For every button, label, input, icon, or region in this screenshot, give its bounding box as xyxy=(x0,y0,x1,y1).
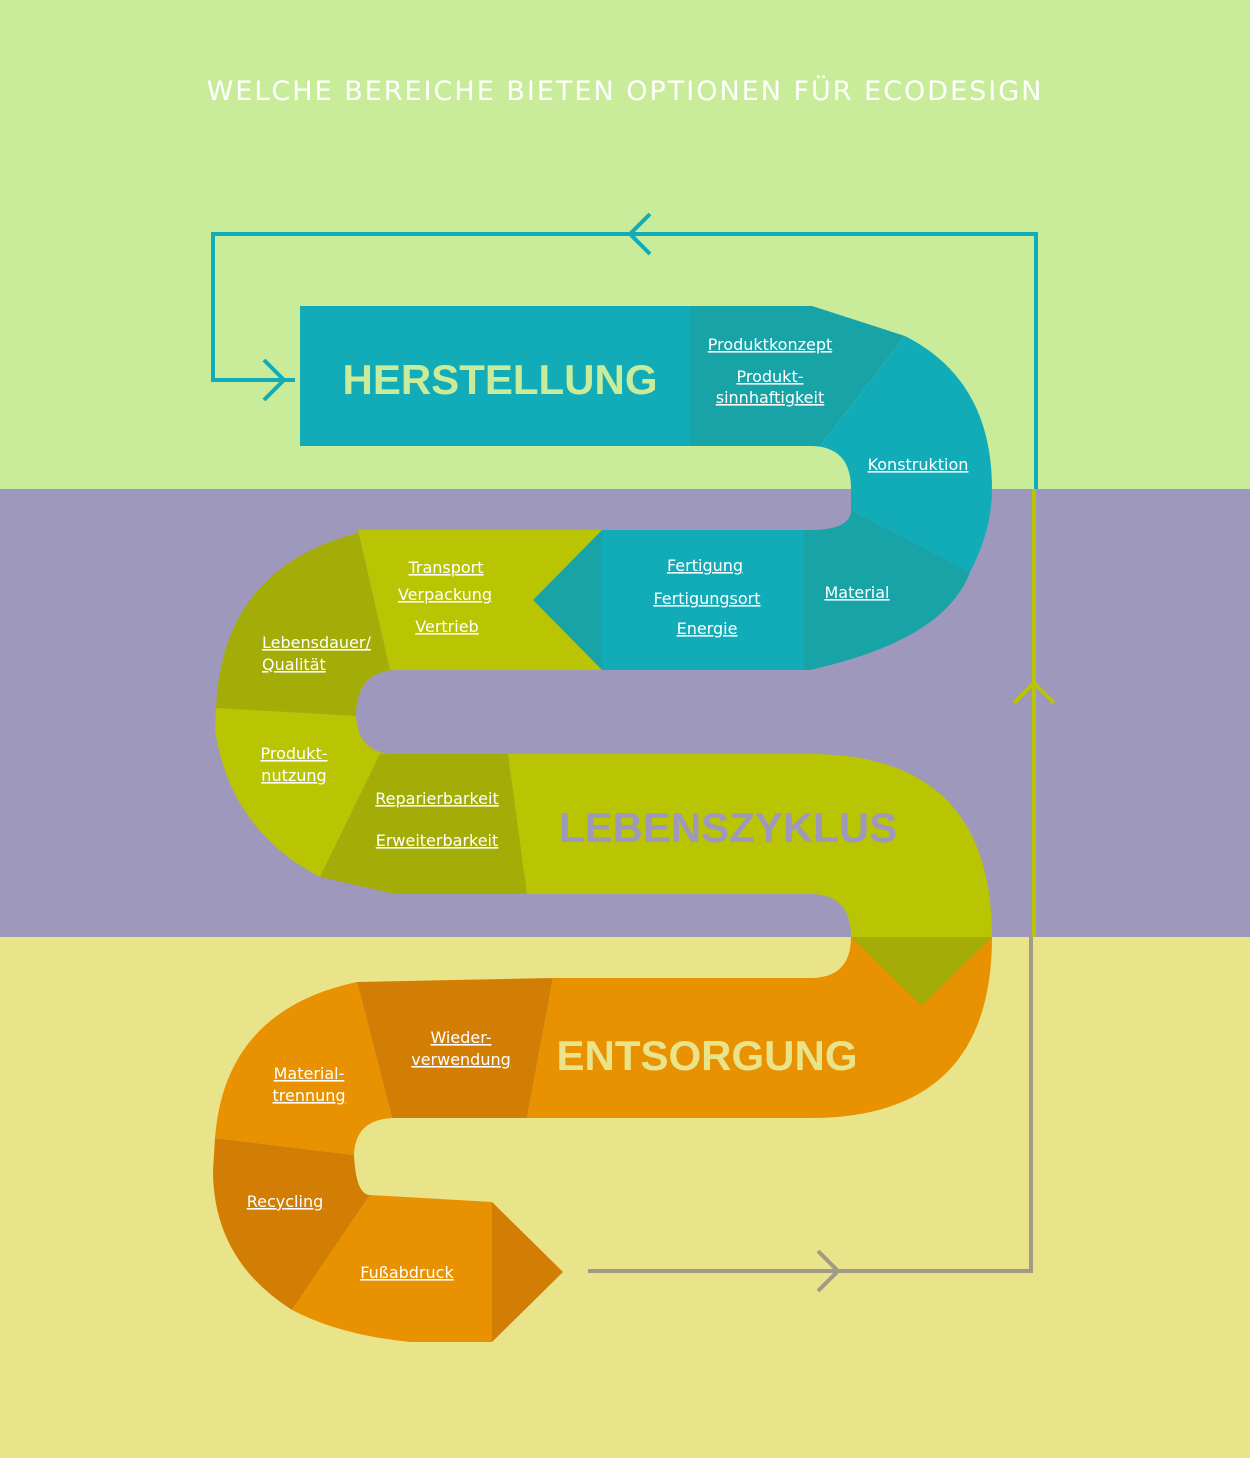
label-energie[interactable]: Energie xyxy=(677,619,738,638)
segment-herstellung xyxy=(300,306,690,446)
section-entsorgung: ENTSORGUNG xyxy=(556,1032,857,1079)
label-reparierbarkeit[interactable]: Reparierbarkeit xyxy=(375,789,498,808)
label-fertigungsort[interactable]: Fertigungsort xyxy=(653,589,760,608)
segment-arrow-lime xyxy=(851,937,992,1006)
label-materialtrennung-1[interactable]: Material- xyxy=(274,1064,345,1083)
label-produktsinnhaftigkeit-1[interactable]: Produkt- xyxy=(737,367,804,386)
arrowhead-left-icon xyxy=(627,212,652,256)
label-wiederverwendung-2[interactable]: verwendung xyxy=(411,1050,511,1069)
segment-material xyxy=(796,510,970,670)
arrowhead-up-icon xyxy=(1012,680,1056,705)
label-vertrieb[interactable]: Vertrieb xyxy=(415,617,478,636)
arrowhead-right-gray-icon xyxy=(816,1249,841,1293)
section-herstellung: HERSTELLUNG xyxy=(343,356,658,403)
label-produktnutzung-1[interactable]: Produkt- xyxy=(261,744,328,763)
label-material[interactable]: Material xyxy=(825,583,890,602)
label-produktkonzept[interactable]: Produktkonzept xyxy=(708,335,833,354)
segment-fussabdruck xyxy=(292,1195,492,1342)
label-fertigung[interactable]: Fertigung xyxy=(667,556,743,575)
segment-produktnutzung xyxy=(215,708,395,877)
label-erweiterbarkeit[interactable]: Erweiterbarkeit xyxy=(376,831,499,850)
label-materialtrennung-2[interactable]: trennung xyxy=(272,1086,345,1105)
arrowhead-right-icon xyxy=(262,358,287,402)
segment-konstruktion xyxy=(810,336,992,572)
segment-arrow-orange xyxy=(492,1202,563,1342)
segment-wiederverwendung xyxy=(357,978,553,1118)
segment-lebenszyklus xyxy=(508,754,992,937)
label-recycling[interactable]: Recycling xyxy=(247,1192,324,1211)
label-fussabdruck[interactable]: Fußabdruck xyxy=(360,1263,454,1282)
label-transport[interactable]: Transport xyxy=(407,558,483,577)
page-title: WELCHE BEREICHE BIETEN OPTIONEN FÜR ECOD… xyxy=(206,76,1044,107)
label-lebensdauer-2[interactable]: Qualität xyxy=(262,655,326,674)
label-konstruktion[interactable]: Konstruktion xyxy=(868,455,969,474)
segment-reparierbarkeit xyxy=(320,754,527,894)
segment-produktkonzept xyxy=(690,306,905,446)
segment-materialtrennung xyxy=(215,982,392,1155)
section-lebenszyklus: LEBENSZYKLUS xyxy=(559,804,897,851)
return-arrow-line xyxy=(211,232,1038,489)
label-produktnutzung-2[interactable]: nutzung xyxy=(261,766,326,785)
segment-entsorgung xyxy=(527,937,992,1118)
label-verpackung[interactable]: Verpackung xyxy=(398,585,492,604)
segment-transport xyxy=(358,530,602,670)
label-wiederverwendung-1[interactable]: Wieder- xyxy=(430,1028,491,1047)
segment-recycling xyxy=(213,1138,370,1310)
segment-fertigung xyxy=(602,530,804,670)
disposal-arrow-line xyxy=(588,937,1033,1273)
segment-lebensdauer xyxy=(216,530,395,716)
segment-arrow-teal xyxy=(533,530,602,670)
label-produktsinnhaftigkeit-2[interactable]: sinnhaftigkeit xyxy=(716,388,825,407)
label-lebensdauer-1[interactable]: Lebensdauer/ xyxy=(262,633,371,652)
